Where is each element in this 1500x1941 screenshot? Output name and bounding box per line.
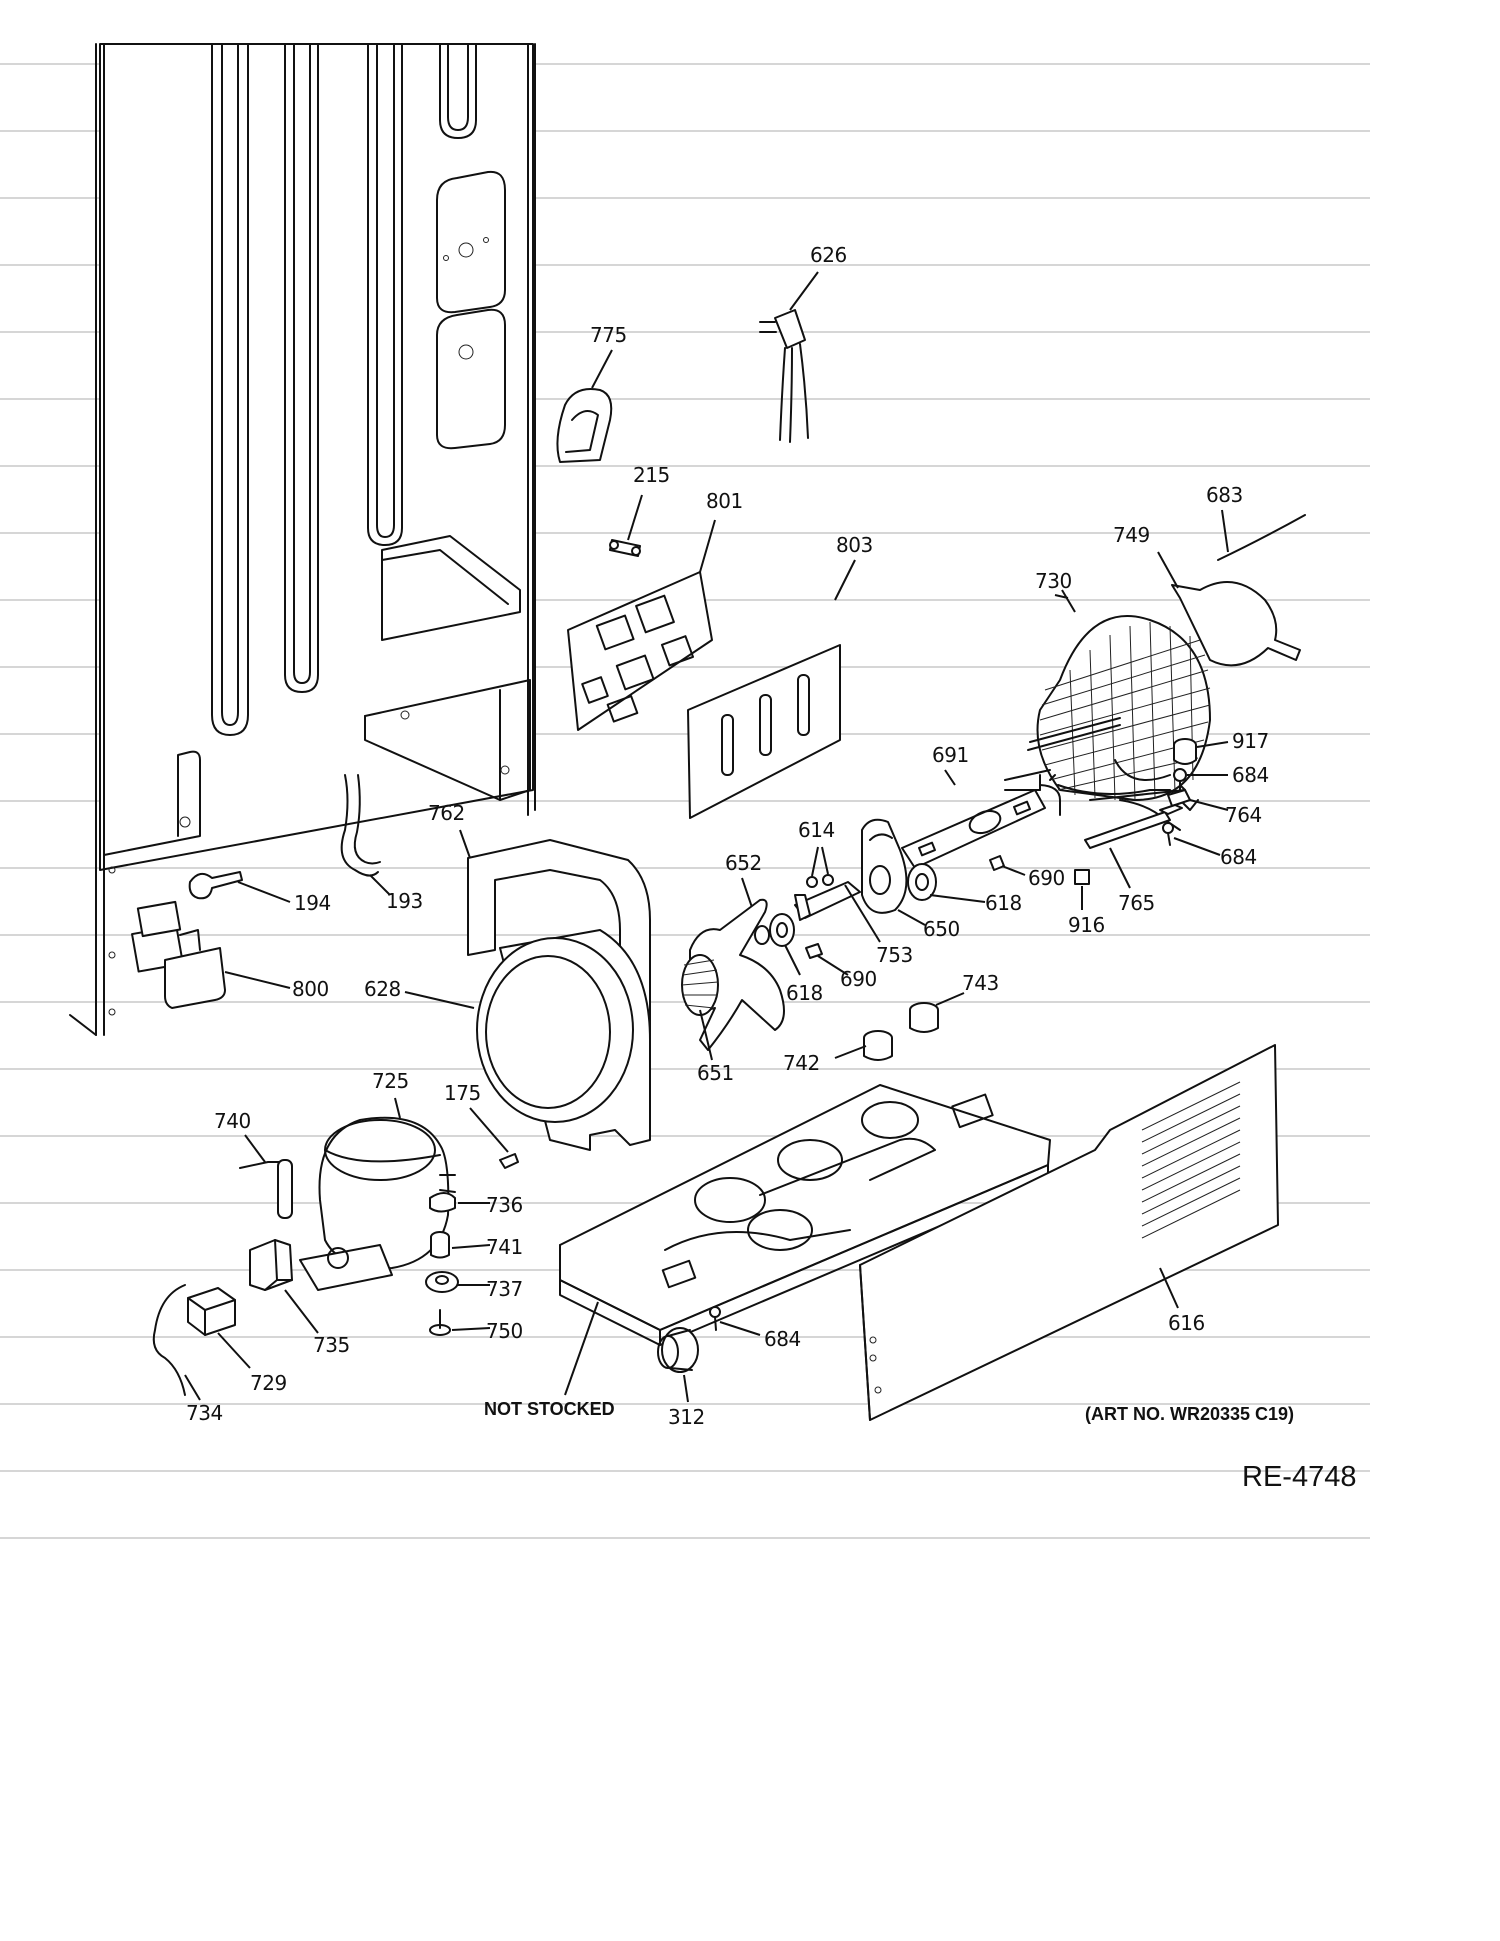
condenser-back-panel — [69, 42, 536, 1036]
screw-684-bottom — [709, 1306, 761, 1336]
reference-code: RE-4748 — [1242, 1461, 1356, 1493]
label-736: 736 — [486, 1193, 523, 1217]
grommet-743 — [909, 992, 965, 1033]
label-312: 312 — [668, 1405, 705, 1429]
label-215: 215 — [633, 463, 670, 487]
label-749: 749 — [1113, 523, 1150, 547]
capacitor-729 — [187, 1287, 251, 1369]
label-725: 725 — [372, 1069, 409, 1093]
label-652: 652 — [725, 851, 762, 875]
clamp-194 — [188, 871, 291, 903]
label-800: 800 — [292, 977, 329, 1001]
label-684-top: 684 — [1232, 763, 1269, 787]
label-651: 651 — [697, 1061, 734, 1085]
roller-312 — [657, 1327, 699, 1403]
motor-mount-753 — [794, 881, 881, 943]
condenser-coil-730 — [1004, 589, 1211, 811]
grommet-917 — [1173, 738, 1229, 765]
grommet-618-top — [907, 863, 986, 903]
label-803: 803 — [836, 533, 873, 557]
label-690-top: 690 — [1028, 866, 1065, 890]
screw-690-bottom — [805, 943, 849, 976]
fan-shroud-628 — [404, 929, 651, 1151]
label-690-bottom: 690 — [840, 967, 877, 991]
label-917: 917 — [1232, 729, 1269, 753]
label-762: 762 — [428, 801, 465, 825]
screw-684-top — [1173, 768, 1228, 791]
clip-764 — [1167, 789, 1229, 811]
clip-736 — [429, 1192, 490, 1213]
screw-690-top — [989, 855, 1026, 876]
label-729: 729 — [250, 1371, 287, 1395]
fuse-215 — [609, 494, 643, 557]
label-775: 775 — [590, 323, 627, 347]
label-618-bottom: 618 — [786, 981, 823, 1005]
label-193: 193 — [386, 889, 423, 913]
sleeve-741 — [430, 1231, 491, 1259]
grommet-618-bottom — [769, 913, 801, 976]
power-cord-626 — [759, 271, 819, 443]
label-194: 194 — [294, 891, 331, 915]
motor-bracket-691 — [901, 769, 1046, 869]
label-735: 735 — [313, 1333, 350, 1357]
bracket-775 — [556, 349, 613, 463]
label-626: 626 — [810, 243, 847, 267]
wire-734 — [152, 1284, 201, 1401]
label-750: 750 — [486, 1319, 523, 1343]
label-691: 691 — [932, 743, 969, 767]
relay-735 — [249, 1239, 319, 1334]
label-684-right: 684 — [1220, 845, 1257, 869]
label-175: 175 — [444, 1081, 481, 1105]
label-650: 650 — [923, 917, 960, 941]
label-737: 737 — [486, 1277, 523, 1301]
label-742: 742 — [783, 1051, 820, 1075]
part-labels: 626 775 215 801 803 683 749 730 917 684 … — [186, 243, 1356, 1493]
control-board-801 — [567, 519, 716, 731]
washers-614 — [806, 846, 834, 888]
label-801: 801 — [706, 489, 743, 513]
wire-683 — [1217, 509, 1306, 561]
bracket-800 — [164, 947, 291, 1009]
not-stocked-note: NOT STOCKED — [484, 1399, 615, 1419]
gasket-749 — [1157, 551, 1301, 667]
label-683: 683 — [1206, 483, 1243, 507]
label-628: 628 — [364, 977, 401, 1001]
label-765: 765 — [1118, 891, 1155, 915]
evap-fan-motor-650 — [861, 818, 926, 926]
grille-panel-616 — [859, 1044, 1279, 1421]
label-614: 614 — [798, 818, 835, 842]
label-740: 740 — [214, 1109, 251, 1133]
label-684-bottom: 684 — [764, 1327, 801, 1351]
fan-blade-651 — [681, 898, 785, 1061]
art-number: (ART NO. WR20335 C19) — [1085, 1404, 1294, 1424]
label-753: 753 — [876, 943, 913, 967]
label-764: 764 — [1225, 803, 1262, 827]
label-618-top: 618 — [985, 891, 1022, 915]
filter-drier-740 — [239, 1134, 293, 1219]
label-916: 916 — [1068, 913, 1105, 937]
label-616: 616 — [1168, 1311, 1205, 1335]
bolt-750 — [429, 1309, 491, 1336]
spacer-916 — [1074, 869, 1090, 910]
tube-193 — [340, 774, 391, 896]
screw-684-right — [1162, 822, 1221, 856]
bracket-765 — [1084, 804, 1183, 889]
compressor-725 — [299, 1097, 456, 1291]
grommet-742 — [834, 1030, 893, 1061]
label-730: 730 — [1035, 569, 1072, 593]
cover-803 — [687, 559, 856, 819]
screw-175 — [469, 1107, 519, 1169]
label-734: 734 — [186, 1401, 223, 1425]
label-743: 743 — [962, 971, 999, 995]
label-741: 741 — [486, 1235, 523, 1259]
grommet-737 — [425, 1271, 490, 1293]
